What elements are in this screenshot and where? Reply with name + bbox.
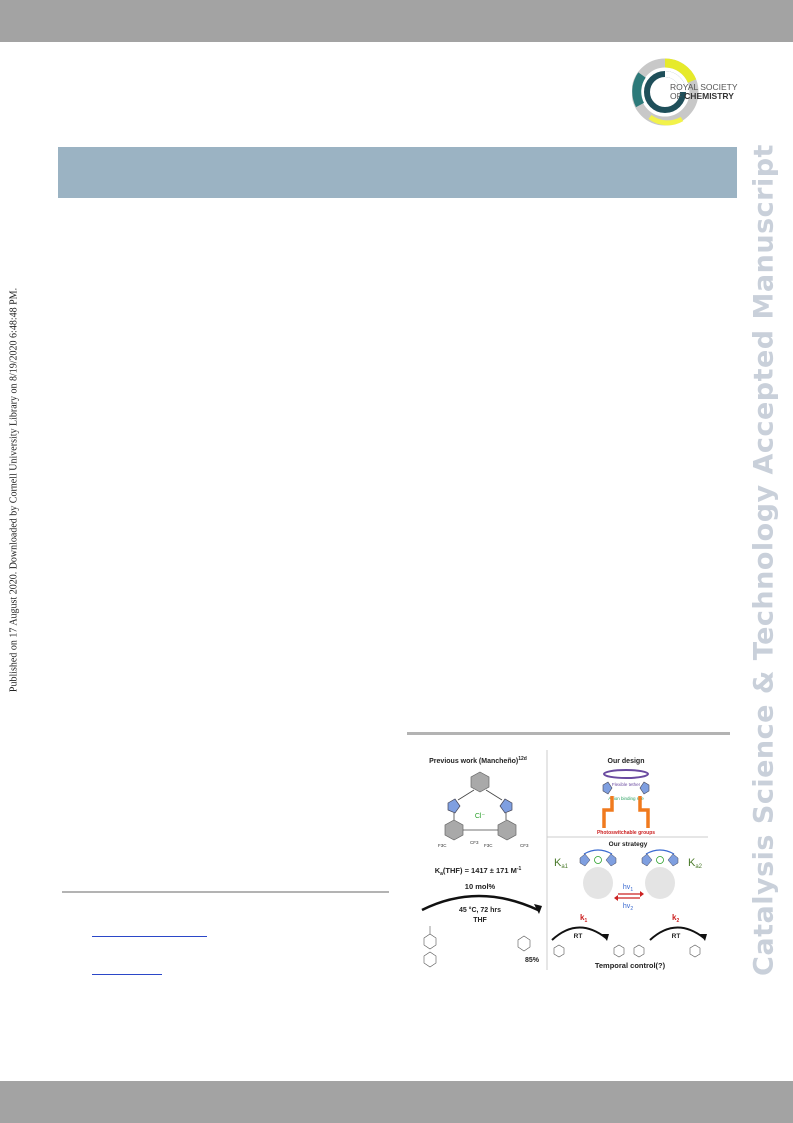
hv2-label: hv2 — [623, 903, 633, 912]
rt-arrow-left — [551, 926, 607, 941]
photoswitch-left — [602, 796, 614, 828]
previous-work-title: Previous work (Mancheño)12d — [429, 756, 527, 765]
k1-label: k1 — [580, 913, 587, 924]
temporal-control: Temporal control(?) — [595, 961, 666, 970]
reaction-arrow — [421, 894, 539, 912]
k2-label: k2 — [672, 913, 679, 924]
macrocycle-structure: Cl⁻ F3C CF3 F3C CF3 — [438, 771, 529, 848]
rt-left: RT — [574, 933, 583, 940]
reaction-temperature: 45 °C, 72 hrs — [459, 906, 501, 914]
strategy-right-complex — [641, 849, 679, 899]
published-note: Published on 17 August 2020. Downloaded … — [8, 287, 20, 693]
rsc-logo-text: ROYAL SOCIETY OF CHEMISTRY — [670, 83, 738, 101]
photoswitchable-label: Photoswitchable groups — [597, 830, 655, 836]
rt-arrowhead-right — [700, 934, 707, 941]
footnote-divider — [62, 891, 389, 893]
cf3-label-1: CF3 — [470, 840, 479, 845]
forward-switch-arrowhead — [640, 891, 644, 897]
strategy-left-complex — [579, 849, 617, 899]
photoswitch-right — [638, 796, 650, 828]
design-triazole-right — [639, 781, 650, 795]
strategy-products — [553, 944, 701, 958]
triazole-left — [447, 798, 461, 814]
rsc-logo — [632, 58, 699, 126]
design-triazole-left — [602, 781, 613, 795]
journal-watermark: Catalysis Science & Technology Accepted … — [748, 144, 780, 976]
triazole-right — [499, 798, 513, 814]
footnote-link-2[interactable] — [92, 974, 162, 975]
anion-binding-label: Anion binding site — [608, 796, 644, 801]
top-bar — [0, 0, 793, 42]
hv1-label: hv1 — [623, 884, 633, 893]
rsc-logo-line1: ROYAL SOCIETY — [670, 82, 738, 92]
our-strategy-title: Our strategy — [609, 841, 648, 848]
reverse-switch-arrowhead — [614, 895, 618, 901]
catalyst-loading: 10 mol% — [465, 882, 496, 891]
bottom-bar — [0, 1081, 793, 1123]
footnote-link-1[interactable] — [92, 936, 207, 937]
reaction-solvent: THF — [473, 917, 487, 924]
f3c-label-2: F3C — [484, 843, 493, 848]
substrate-structures — [423, 926, 531, 968]
flexible-tether-loop — [603, 769, 649, 779]
chloride-anion: Cl⁻ — [475, 813, 486, 820]
rt-arrow-right — [649, 926, 705, 941]
our-design-title: Our design — [608, 758, 645, 765]
reaction-arrowhead — [534, 904, 542, 914]
toc-divider — [407, 732, 730, 735]
rt-arrowhead-left — [602, 934, 609, 941]
flexible-tether-label: Flexible tether — [612, 782, 641, 787]
ka2-label: Ka2 — [688, 857, 703, 870]
cf3-label-2: CF3 — [520, 843, 529, 848]
ka1-label: Ka1 — [554, 857, 569, 870]
f3c-label-1: F3C — [438, 843, 447, 848]
toc-graphic: Previous work (Mancheño)12d Cl⁻ F3C CF3 … — [408, 748, 710, 972]
rsc-logo-line2: OF CHEMISTRY — [670, 91, 734, 101]
rt-right: RT — [672, 933, 681, 940]
product-yield: 85% — [525, 957, 540, 964]
title-band — [58, 147, 737, 198]
ka-value: Ka(THF) = 1417 ± 171 M-1 — [435, 866, 522, 877]
